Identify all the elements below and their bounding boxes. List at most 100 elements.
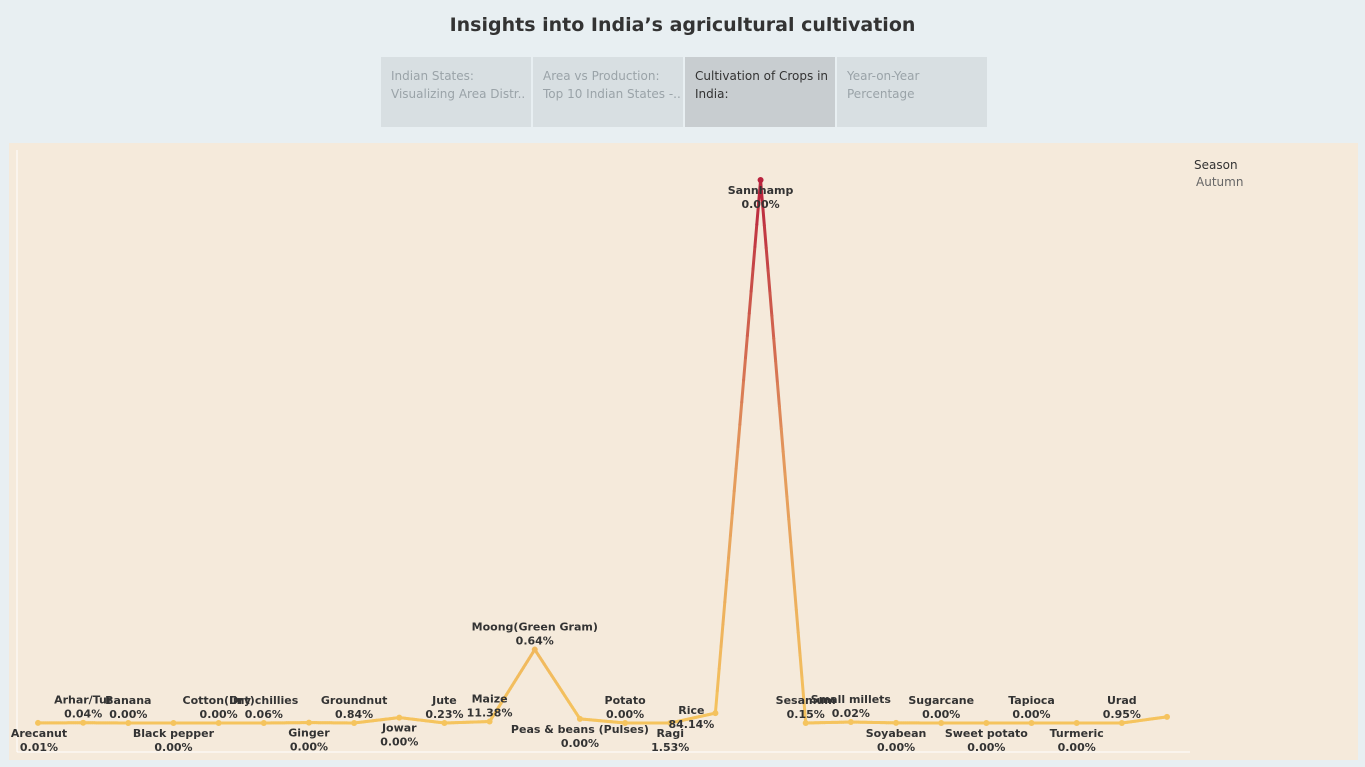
data-point[interactable]: [757, 177, 764, 183]
value-label: 0.23%: [425, 708, 463, 721]
category-label: Small millets: [811, 693, 892, 706]
data-point[interactable]: [80, 719, 87, 726]
value-label: 0.04%: [64, 708, 102, 721]
series-line-segment: [732, 467, 738, 493]
category-label: Ragi: [656, 727, 684, 740]
value-label: 84.14%: [668, 718, 714, 731]
tab-line1: Indian States:: [391, 69, 474, 83]
series-line-segment: [717, 644, 723, 671]
data-point[interactable]: [260, 720, 267, 726]
tab-area-vs-production[interactable]: Area vs Production: Top 10 Indian States…: [533, 57, 683, 127]
data-point[interactable]: [622, 720, 629, 726]
data-point[interactable]: [983, 720, 990, 726]
series-line-segment: [775, 382, 781, 408]
data-point[interactable]: [847, 719, 854, 726]
series-line-segment: [768, 291, 774, 318]
category-label: Arhar/Tur: [54, 694, 113, 707]
series-line-segment: [721, 600, 727, 626]
series-line-segment: [783, 472, 789, 499]
data-point[interactable]: [170, 720, 177, 726]
data-point[interactable]: [712, 710, 719, 717]
data-point[interactable]: [938, 720, 945, 726]
series-line-segment: [725, 556, 731, 582]
value-label: 0.00%: [200, 708, 238, 721]
series-line-segment: [800, 676, 806, 702]
series-line-segment: [738, 400, 744, 426]
category-label: Sweet potato: [945, 727, 1028, 740]
category-label: Sesamum: [776, 694, 836, 707]
series-line-segment: [723, 578, 729, 604]
series-line-segment: [792, 585, 798, 612]
category-label: Groundnut: [321, 694, 387, 707]
series-line-segment: [749, 267, 755, 293]
series-line-segment: [713, 689, 719, 715]
series-line-segment: [791, 563, 796, 589]
data-point[interactable]: [893, 719, 900, 726]
data-point[interactable]: [305, 719, 312, 726]
series-line-segment: [730, 489, 736, 515]
category-label: Ginger: [288, 727, 330, 740]
value-label: 0.15%: [787, 708, 825, 721]
value-label: 0.95%: [1103, 708, 1141, 721]
series-line-segment: [764, 246, 770, 272]
series-line-segment: [760, 201, 766, 227]
value-label: 1.53%: [651, 741, 689, 754]
series-line-segment: [794, 608, 800, 634]
series-line-segment: [759, 178, 764, 205]
legend-item-autumn[interactable]: Autumn: [1196, 175, 1244, 189]
data-point[interactable]: [351, 720, 358, 726]
data-point[interactable]: [125, 720, 132, 726]
series-line-segment: [728, 511, 734, 537]
data-point[interactable]: [802, 720, 809, 726]
category-label: Rice: [678, 704, 704, 717]
series-line-segment: [766, 269, 772, 295]
value-label: 0.84%: [335, 708, 373, 721]
tab-year-on-year[interactable]: Year-on-Year Percentage: [837, 57, 987, 127]
data-point[interactable]: [1164, 713, 1170, 720]
data-point[interactable]: [1028, 720, 1035, 726]
data-point[interactable]: [1118, 720, 1125, 726]
category-label: Urad: [1107, 694, 1137, 707]
category-label: Cotton(lint): [183, 694, 255, 707]
series-line-segment: [742, 356, 748, 382]
series-line-segment: [785, 495, 791, 521]
data-point[interactable]: [441, 720, 448, 726]
data-point[interactable]: [531, 646, 538, 653]
tab-indian-states[interactable]: Indian States: Visualizing Area Distr..: [381, 57, 531, 127]
series-line-segment: [789, 540, 795, 567]
data-point[interactable]: [35, 719, 41, 726]
value-label: 0.01%: [20, 741, 58, 754]
series-line-segment: [753, 222, 759, 249]
series-line-segment: [755, 200, 761, 226]
value-label: 0.06%: [245, 708, 283, 721]
category-label: Tapioca: [1008, 694, 1055, 707]
category-label: Banana: [105, 694, 151, 707]
category-label: Jute: [431, 694, 457, 707]
data-point[interactable]: [215, 720, 222, 726]
category-label: Maize: [472, 693, 508, 706]
data-point[interactable]: [667, 720, 674, 726]
category-label: Sannhamp: [728, 184, 794, 197]
series-line-segment: [719, 622, 725, 648]
tab-cultivation-of-crops[interactable]: Cultivation of Crops in India:: [685, 57, 835, 127]
story-tabs: Indian States: Visualizing Area Distr.. …: [381, 57, 989, 127]
series-line-segment: [787, 517, 793, 544]
value-label: 0.00%: [741, 198, 779, 211]
value-label: 0.00%: [561, 737, 599, 750]
value-label: 0.00%: [606, 708, 644, 721]
data-point[interactable]: [486, 718, 493, 725]
series-line-segment: [772, 336, 778, 363]
category-label: Jowar: [381, 722, 417, 735]
tab-line1: Year-on-Year: [847, 69, 920, 83]
legend: Season Autumn: [1194, 158, 1243, 189]
category-label: Potato: [605, 694, 647, 707]
data-point[interactable]: [396, 714, 403, 721]
legend-title: Season: [1194, 158, 1238, 172]
data-point[interactable]: [576, 715, 583, 722]
tab-line1: Area vs Production:: [543, 69, 660, 83]
category-label: Arecanut: [11, 727, 67, 740]
category-label: Dry chillies: [229, 694, 298, 707]
data-point[interactable]: [1073, 720, 1080, 726]
series-line-segment: [736, 422, 742, 449]
series-line-segment: [770, 314, 776, 340]
